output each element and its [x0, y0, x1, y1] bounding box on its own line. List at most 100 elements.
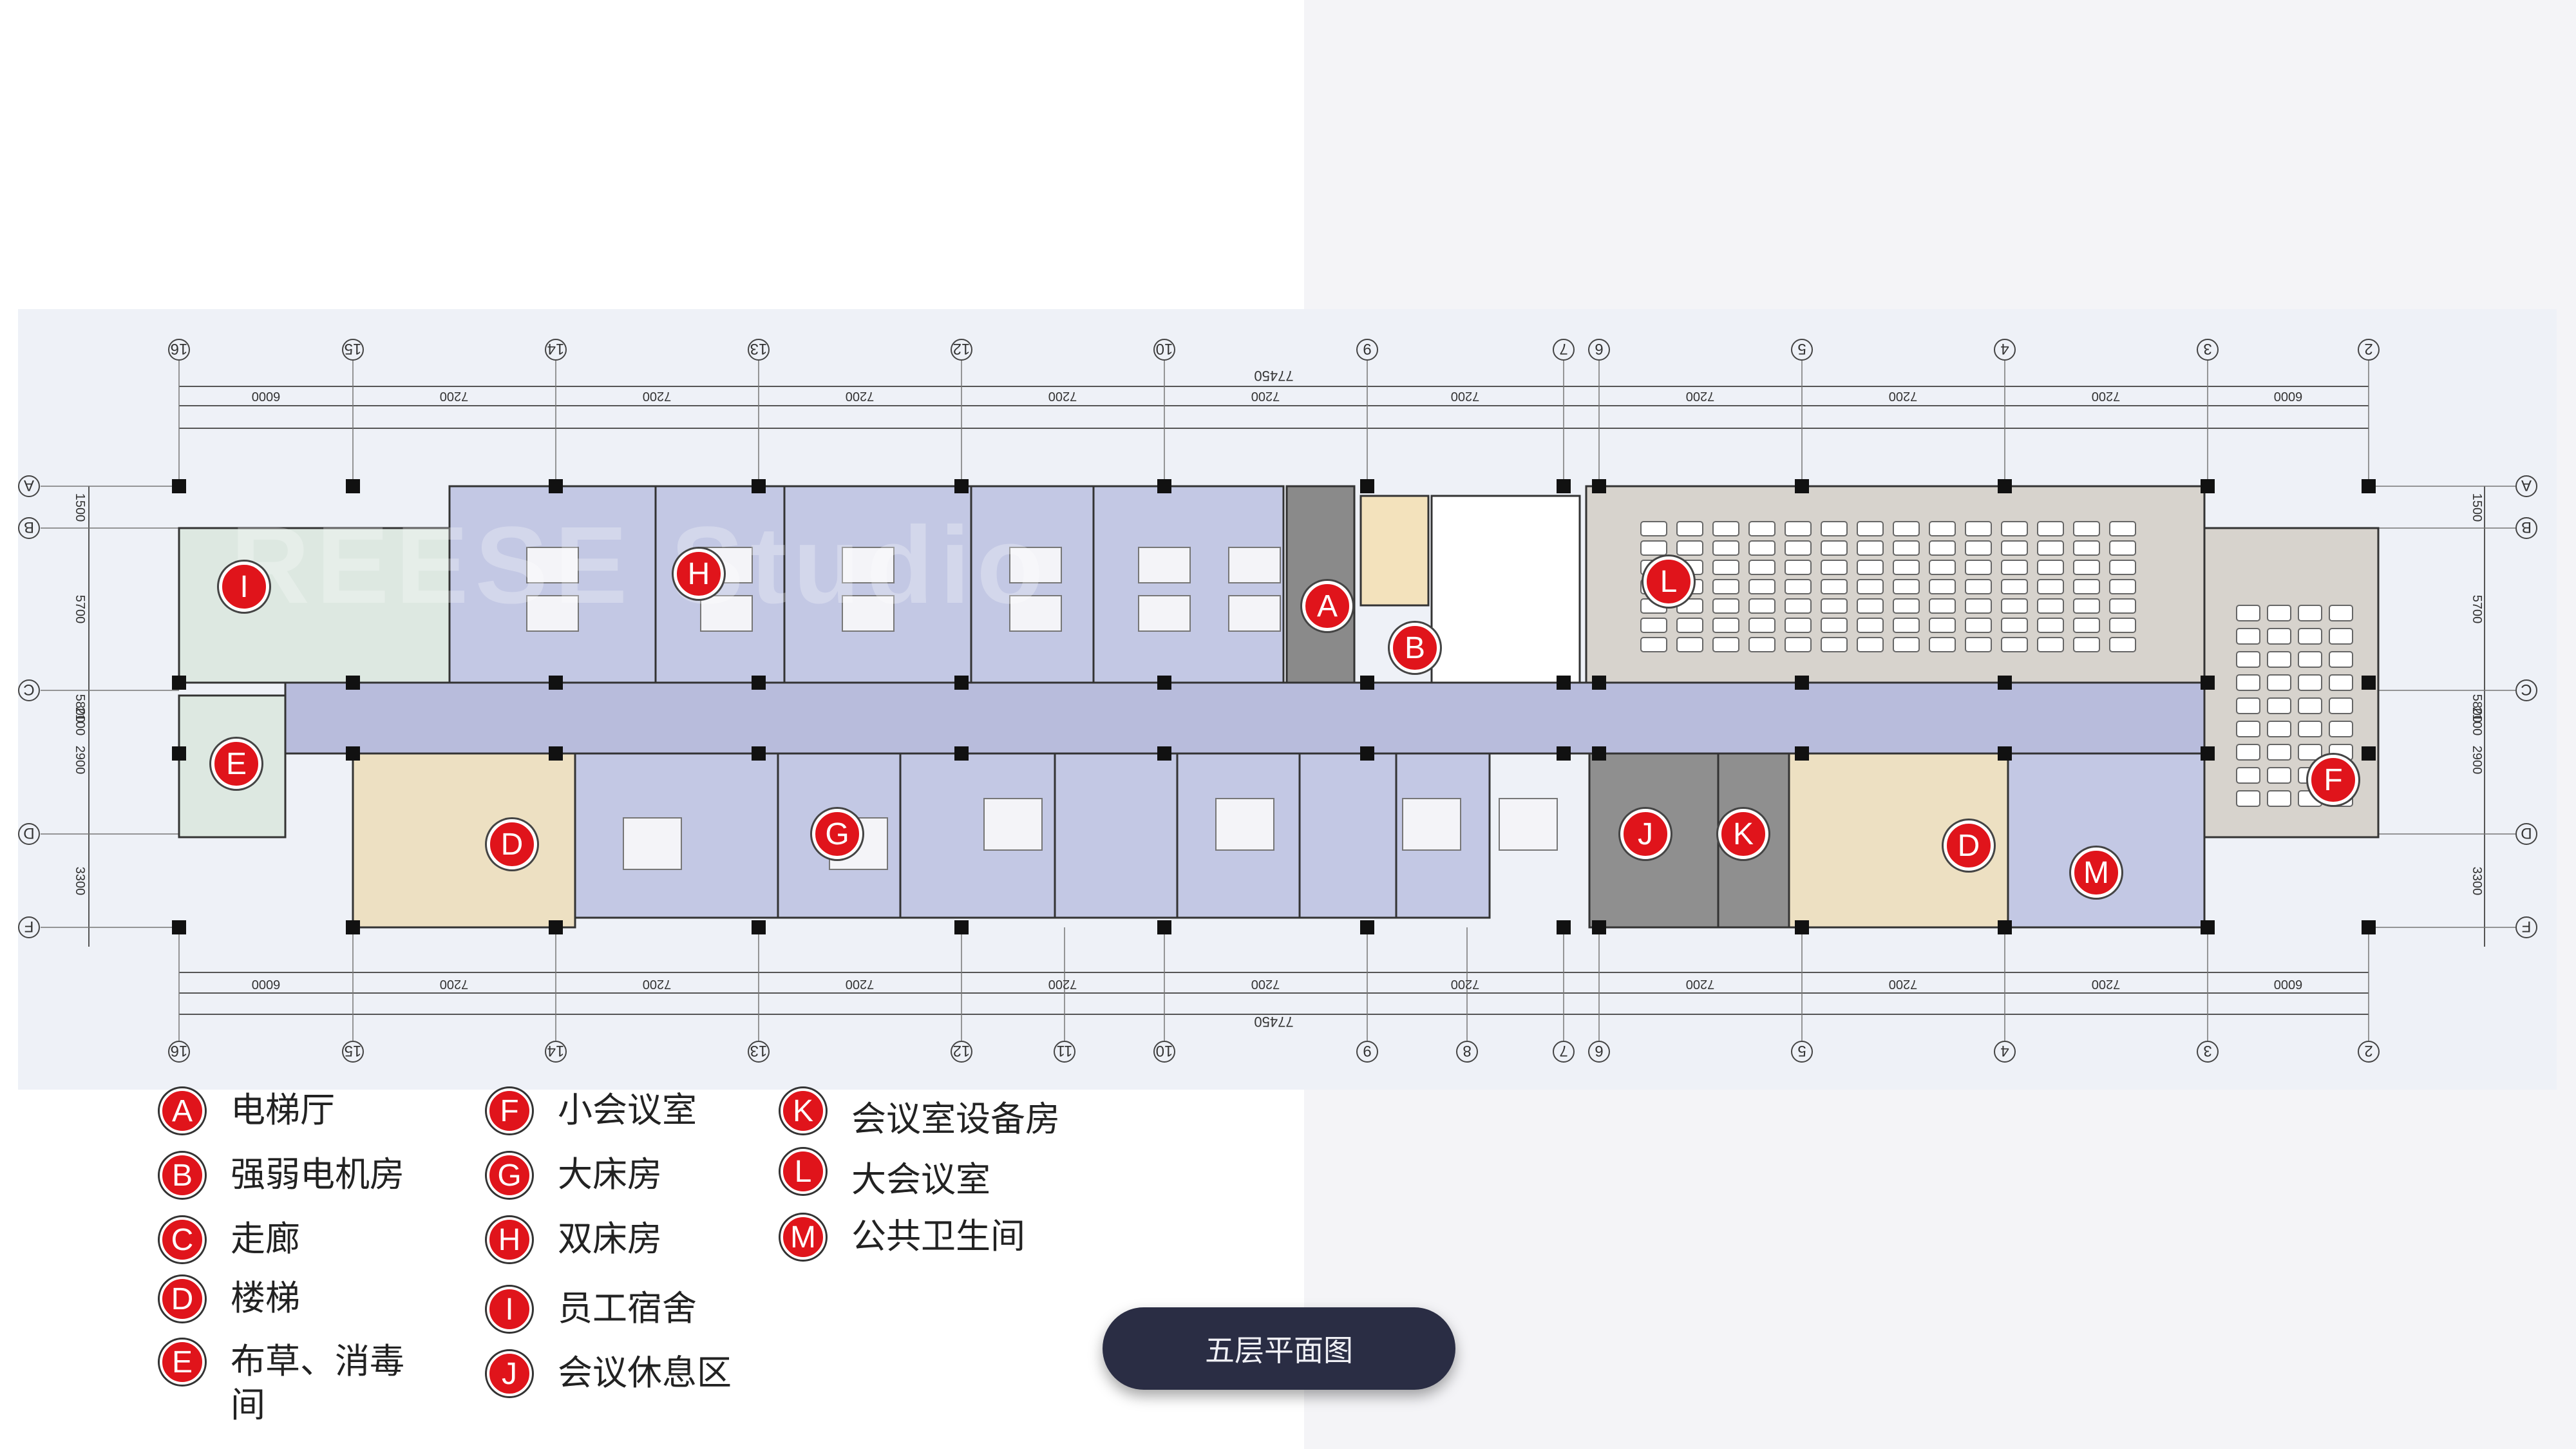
seat [2037, 579, 2064, 594]
total-dimension-label: 77450 [1254, 368, 1293, 384]
seat [1965, 560, 1992, 575]
bay-dimension-label: 6000 [252, 389, 281, 403]
bed [526, 547, 579, 583]
seat [1640, 540, 1667, 556]
legend-label: 布草、消毒间 [231, 1341, 404, 1425]
seat [2298, 744, 2322, 761]
column [1557, 746, 1571, 761]
bed [1009, 547, 1062, 583]
grid-label-top: 16 [168, 339, 190, 361]
marker-J: J [1620, 809, 1671, 859]
column [549, 746, 563, 761]
seat [1893, 540, 1920, 556]
legend-badge: H [487, 1217, 532, 1262]
grid-label-right: C [2515, 679, 2537, 701]
seat [2236, 605, 2260, 621]
grid-label-right: B [2515, 517, 2537, 539]
legend-label: 大会议室 [851, 1159, 990, 1200]
seat [1712, 579, 1739, 594]
seat [1929, 540, 1956, 556]
marker-D-right: D [1944, 820, 1994, 871]
column [1592, 746, 1606, 761]
seat [2073, 637, 2100, 652]
column [172, 479, 186, 493]
column [752, 746, 766, 761]
grid-label-left: C [18, 679, 40, 701]
column [346, 479, 360, 493]
legend-item-H: H 双床房 [487, 1217, 751, 1262]
seat [2236, 651, 2260, 668]
seat [2037, 560, 2064, 575]
column [346, 676, 360, 690]
bed [1138, 595, 1191, 632]
legend-item-B: B 强弱电机房 [160, 1153, 424, 1198]
seat [1857, 579, 1884, 594]
bed [623, 817, 682, 870]
marker-H: H [674, 549, 724, 599]
column [752, 676, 766, 690]
seat [2073, 560, 2100, 575]
legend-badge: C [160, 1217, 205, 1262]
seat [1748, 618, 1776, 633]
marker-B: B [1390, 623, 1440, 673]
row-dimension-label: 3300 [73, 867, 87, 896]
marker-I: I [219, 562, 269, 612]
legend-badge: I [487, 1287, 532, 1332]
seat [1748, 540, 1776, 556]
svg-text:10: 10 [1156, 1042, 1173, 1059]
bay-dimension-label: 6000 [252, 977, 281, 991]
seat [2109, 521, 2136, 536]
bay-dimension-label: 7200 [1451, 977, 1480, 991]
seat [2329, 605, 2353, 621]
seat [1965, 618, 1992, 633]
svg-text:12: 12 [953, 1042, 971, 1059]
column [1592, 920, 1606, 934]
column [1998, 479, 2012, 493]
bed [1138, 547, 1191, 583]
seat [1857, 637, 1884, 652]
column [346, 920, 360, 934]
bay-dimension-label: 7200 [1251, 977, 1280, 991]
seat [1893, 637, 1920, 652]
seat [1893, 598, 1920, 614]
row-dimension-label: 5800 [73, 694, 87, 723]
grid-label-bottom: 11 [1054, 1041, 1075, 1063]
seat [1821, 598, 1848, 614]
grid-label-top: 5 [1791, 339, 1813, 361]
bay-dimension-label: 6000 [2274, 389, 2303, 403]
grid-label-top: 3 [2197, 339, 2219, 361]
seat [1748, 637, 1776, 652]
svg-text:16: 16 [171, 1042, 188, 1059]
svg-text:4: 4 [2000, 1042, 2009, 1059]
bay-dimension-label: 7200 [643, 977, 672, 991]
bay-dimension-label: 7200 [1048, 389, 1077, 403]
room-double-beds [448, 485, 1285, 684]
seat [2329, 674, 2353, 691]
seat [1748, 579, 1776, 594]
structural-columns [172, 479, 2376, 934]
column [2362, 746, 2376, 761]
column [1157, 676, 1171, 690]
column [752, 479, 766, 493]
row-dimension-label: 2100 [73, 707, 87, 736]
seat [2267, 790, 2291, 807]
seat [1929, 521, 1956, 536]
seat [1676, 637, 1703, 652]
legend-item-G: G 大床房 [487, 1153, 751, 1198]
legend-badge: B [160, 1153, 205, 1198]
column [1998, 920, 2012, 934]
seat [1821, 521, 1848, 536]
seat [1857, 521, 1884, 536]
seat [1640, 521, 1667, 536]
column [2201, 920, 2215, 934]
svg-text:F: F [2522, 918, 2532, 935]
bed [1228, 547, 1281, 583]
column [1795, 676, 1809, 690]
seat [2329, 651, 2353, 668]
svg-text:9: 9 [1363, 1042, 1371, 1059]
floor-title-button[interactable]: 五层平面图 [1103, 1307, 1455, 1390]
svg-text:6: 6 [1595, 340, 1603, 357]
seat [1929, 579, 1956, 594]
